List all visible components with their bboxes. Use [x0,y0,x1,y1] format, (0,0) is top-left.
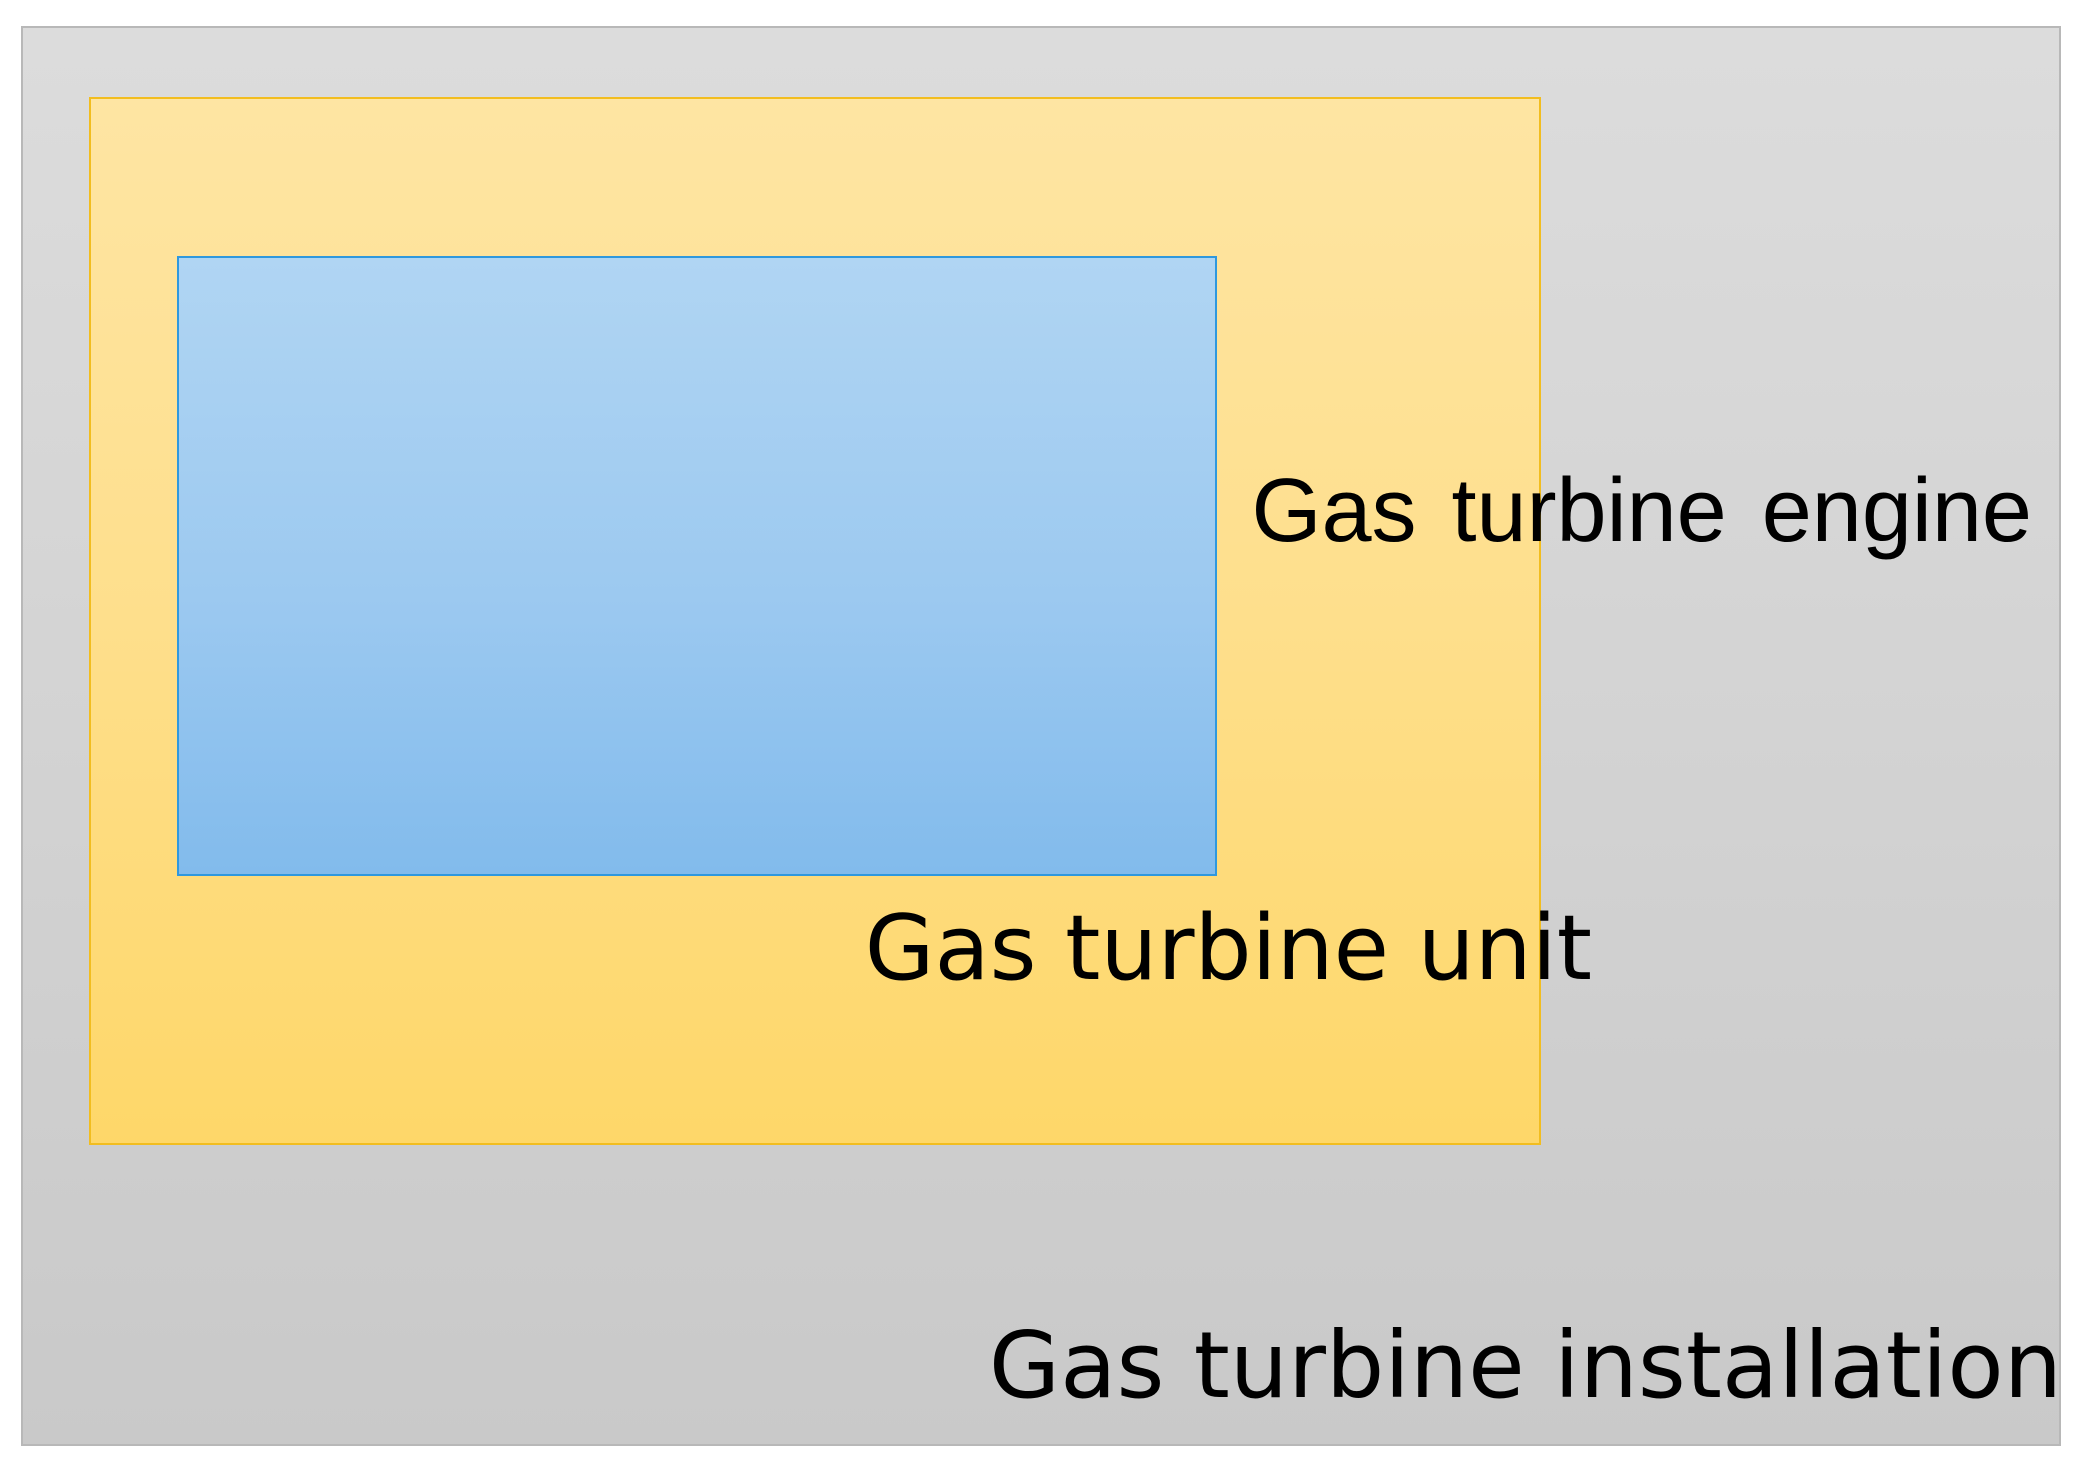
engine-box [177,256,1217,876]
engine-label: Gas turbine engine [1251,461,2032,561]
unit-label: Gas turbine unit [864,896,1592,1001]
installation-label: Gas turbine installation [988,1312,2062,1419]
